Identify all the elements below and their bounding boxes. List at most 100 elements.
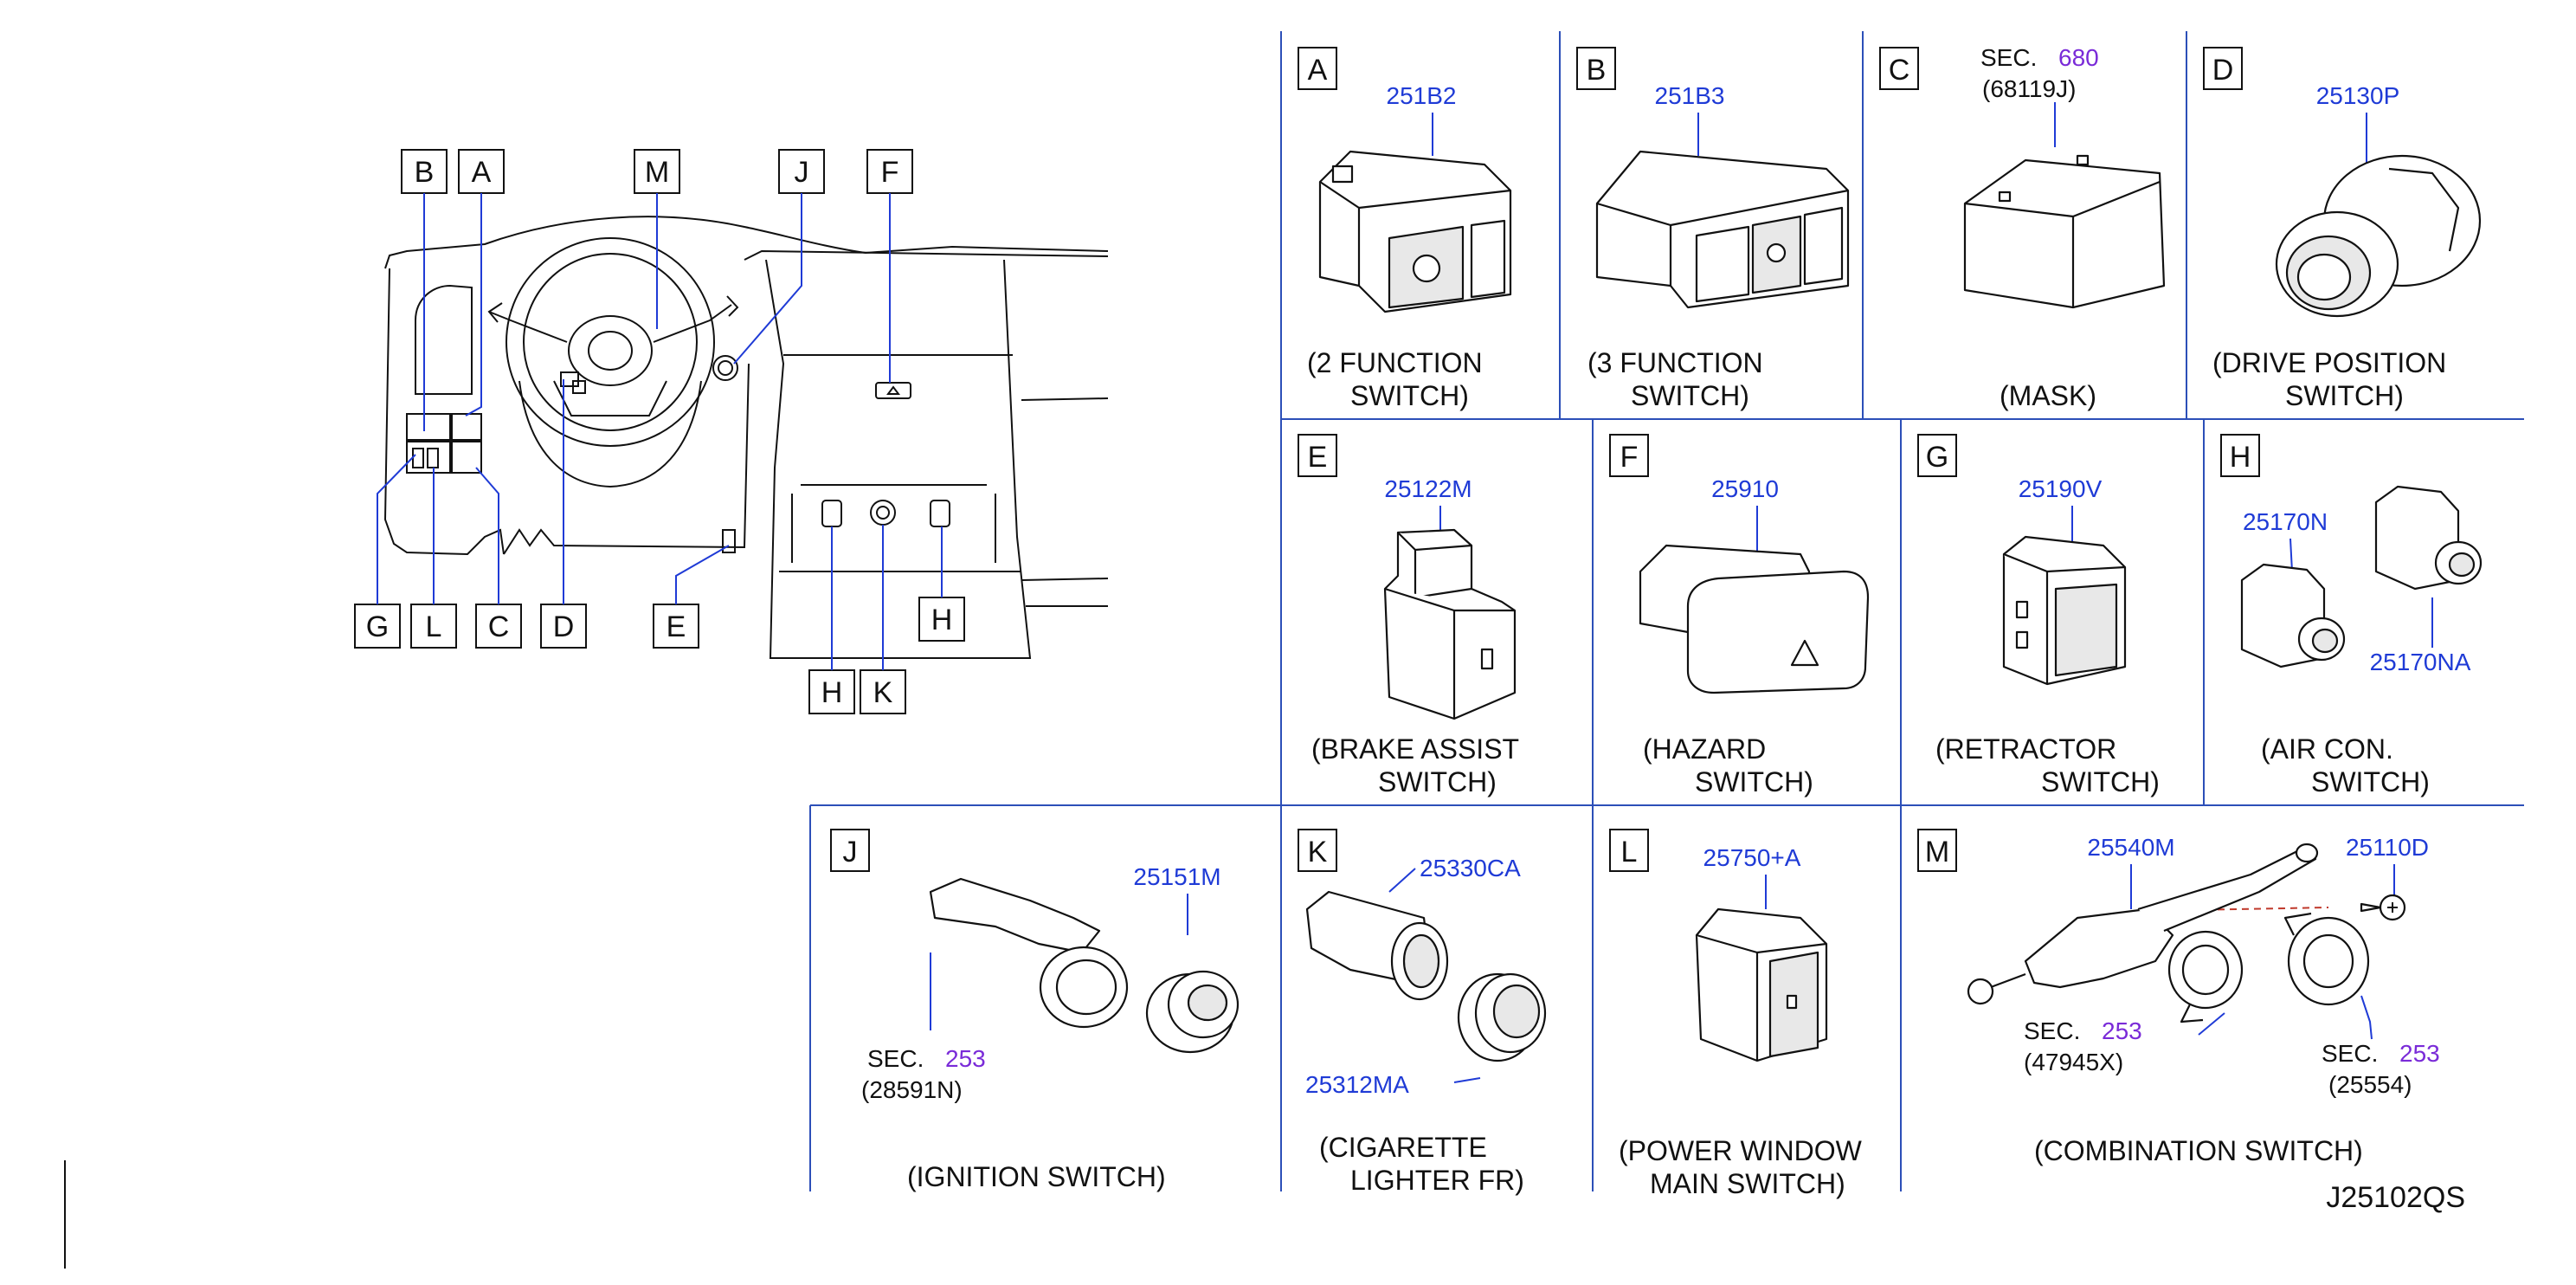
svg-text:E: E <box>667 610 686 643</box>
svg-text:M: M <box>1925 836 1949 869</box>
svg-text:(BRAKE ASSIST: (BRAKE ASSIST <box>1311 733 1519 765</box>
svg-text:MAIN SWITCH): MAIN SWITCH) <box>1650 1168 1845 1199</box>
part-number-25130p: 25130P <box>2316 82 2400 109</box>
cell-g-retractor-switch: G 25190V (RETRACTOR SWITCH) <box>1917 434 2160 797</box>
power-window-drawing <box>1695 907 1828 1062</box>
svg-text:SEC.: SEC. <box>2024 1017 2080 1044</box>
callout-b: B <box>401 149 448 431</box>
cell-m-combination-switch: M 25540M 25110D SEC. <box>1917 829 2440 1166</box>
mask-drawing <box>1963 154 2166 309</box>
svg-text:SWITCH): SWITCH) <box>1378 766 1497 797</box>
svg-text:(47945X): (47945X) <box>2024 1049 2123 1075</box>
knob-d-drawing <box>2275 154 2482 318</box>
part-number-25110d: 25110D <box>2346 834 2429 861</box>
cell-e-brake-assist-switch: E 25122M (BRAKE ASSIST SWITCH) <box>1298 434 1519 797</box>
svg-text:J: J <box>795 156 809 189</box>
svg-text:C: C <box>488 610 510 643</box>
section-number-680: 680 <box>2058 44 2099 71</box>
dashboard-overview: B A M J F G L <box>354 149 1109 714</box>
callout-a: A <box>458 149 505 416</box>
callout-f: F <box>866 149 913 383</box>
switch-e-drawing <box>1383 528 1517 720</box>
part-number-25312ma: 25312MA <box>1305 1071 1409 1098</box>
combination-switch-drawing <box>1967 843 2319 1005</box>
svg-text:D: D <box>2212 54 2234 87</box>
retractor-drawing <box>2002 535 2127 686</box>
clock-spring-drawing <box>2167 930 2244 1023</box>
svg-text:B: B <box>415 156 435 189</box>
steering-angle-sensor-drawing <box>2283 912 2370 1006</box>
svg-text:F: F <box>881 156 899 189</box>
parts-grid <box>809 31 2524 1191</box>
svg-text:(CIGARETTE: (CIGARETTE <box>1319 1132 1487 1163</box>
callout-m: M <box>634 149 680 329</box>
svg-text:D: D <box>553 610 575 643</box>
lighter-ring-drawing <box>1457 972 1547 1062</box>
drawing-code: J25102QS <box>2326 1181 2465 1214</box>
svg-text:A: A <box>1308 54 1328 87</box>
part-number-25122m: 25122M <box>1384 475 1472 502</box>
svg-text:H: H <box>2230 441 2251 474</box>
cell-a-2-function-switch: A 251B2 (2 FUNCTION SWITCH) <box>1298 47 1512 411</box>
svg-text:H: H <box>821 676 843 709</box>
svg-text:(COMBINATION SWITCH): (COMBINATION SWITCH) <box>2034 1135 2363 1166</box>
cell-c-mask: C SEC. 680 (68119J) (MASK) <box>1879 44 2166 411</box>
svg-text:K: K <box>873 676 893 709</box>
hazard-drawing <box>1639 544 1870 694</box>
svg-text:(68119J): (68119J) <box>1982 75 2076 102</box>
switch-a-drawing <box>1318 150 1512 313</box>
ignition-bracket-drawing <box>929 877 1129 1029</box>
section-number-253-a: 253 <box>2102 1017 2142 1044</box>
part-number-251b2: 251B2 <box>1387 82 1457 109</box>
part-number-25190v: 25190V <box>2019 475 2103 502</box>
svg-text:A: A <box>472 156 492 189</box>
svg-text:SWITCH): SWITCH) <box>2285 380 2404 411</box>
part-number-25910: 25910 <box>1711 475 1779 502</box>
callout-l: L <box>410 468 457 649</box>
callout-h-right: H <box>918 526 965 642</box>
svg-text:F: F <box>1620 441 1639 474</box>
part-number-25151m: 25151M <box>1133 863 1220 890</box>
svg-text:M: M <box>645 156 669 189</box>
svg-text:(POWER WINDOW: (POWER WINDOW <box>1619 1135 1863 1166</box>
section-number-253: 253 <box>945 1045 986 1072</box>
svg-text:SWITCH): SWITCH) <box>2311 766 2430 797</box>
svg-text:G: G <box>366 610 389 643</box>
svg-text:SEC.: SEC. <box>1980 44 2037 71</box>
callout-k: K <box>860 525 906 714</box>
screw-drawing <box>2360 894 2406 921</box>
cell-l-power-window-switch: L 25750+A (POWER WINDOW MAIN SWITCH) <box>1609 829 1863 1199</box>
svg-text:(DRIVE POSITION: (DRIVE POSITION <box>2212 347 2446 378</box>
callout-j: J <box>733 149 825 365</box>
part-number-251b3: 251B3 <box>1655 82 1725 109</box>
part-number-25170na: 25170NA <box>2370 649 2471 675</box>
svg-text:(3 FUNCTION: (3 FUNCTION <box>1587 347 1763 378</box>
switch-b-drawing <box>1595 150 1850 309</box>
cell-k-cigarette-lighter: K 25330CA 25312MA (CIGARETTE LIGHTER FR) <box>1298 829 1547 1196</box>
part-number-25330ca: 25330CA <box>1420 855 1521 881</box>
svg-text:J: J <box>843 836 858 869</box>
svg-text:(IGNITION SWITCH): (IGNITION SWITCH) <box>907 1161 1166 1192</box>
part-number-25750a: 25750+A <box>1703 844 1801 871</box>
lighter-socket-drawing <box>1305 890 1449 1001</box>
svg-text:E: E <box>1308 441 1328 474</box>
cell-d-drive-position-switch: D 25130P (DRIVE POSITION SWITCH) <box>2203 47 2482 411</box>
svg-text:LIGHTER FR): LIGHTER FR) <box>1350 1165 1524 1196</box>
svg-text:K: K <box>1308 836 1328 869</box>
svg-text:(MASK): (MASK) <box>2000 380 2096 411</box>
svg-text:SWITCH): SWITCH) <box>1350 380 1469 411</box>
part-number-25540m: 25540M <box>2087 834 2174 861</box>
ignition-ring-drawing <box>1145 970 1240 1054</box>
svg-text:SEC.: SEC. <box>867 1045 924 1072</box>
svg-text:G: G <box>1926 441 1948 474</box>
svg-text:L: L <box>1621 836 1638 869</box>
svg-text:(25554): (25554) <box>2328 1071 2412 1098</box>
svg-text:B: B <box>1587 54 1607 87</box>
svg-text:(RETRACTOR: (RETRACTOR <box>1935 733 2116 765</box>
svg-text:SWITCH): SWITCH) <box>1631 380 1749 411</box>
svg-text:(HAZARD: (HAZARD <box>1643 733 1766 765</box>
section-number-253-b: 253 <box>2399 1040 2440 1067</box>
callout-h-left: H <box>808 526 855 714</box>
cell-b-3-function-switch: B 251B3 (3 FUNCTION SWITCH) <box>1576 47 1850 411</box>
